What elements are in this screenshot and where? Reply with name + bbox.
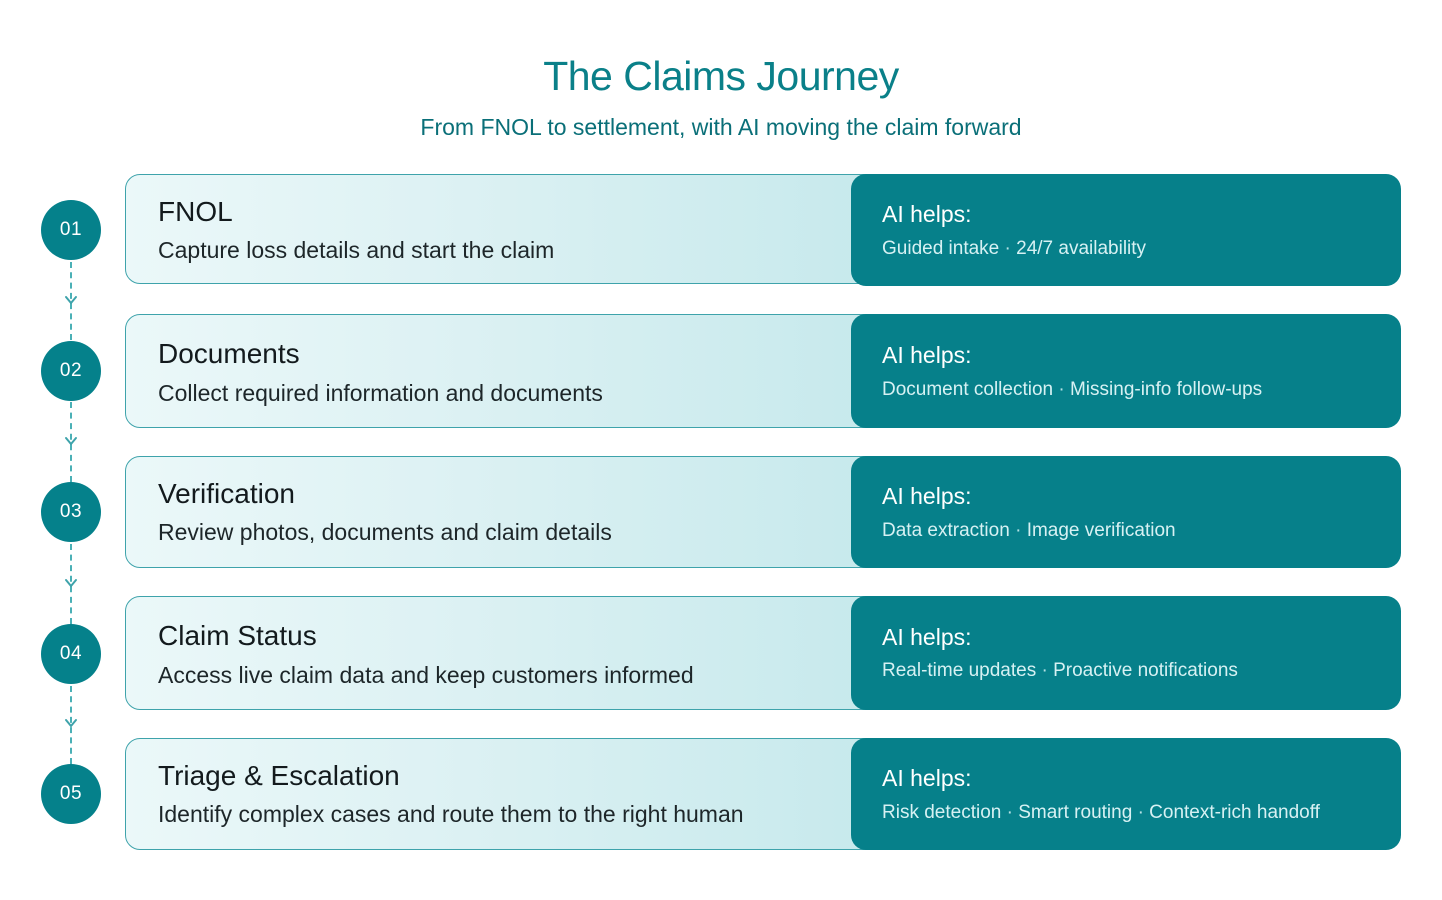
ai-helps-label: AI helps: xyxy=(882,201,972,227)
ai-helps-panel: AI helps: Risk detection · Smart routing… xyxy=(851,738,1401,850)
page-title: The Claims Journey xyxy=(543,53,899,99)
ai-item: Image verification xyxy=(1026,520,1176,541)
ai-helps-panel: AI helps: Real-time updates · Proactive … xyxy=(851,596,1401,710)
ai-helps-panel: AI helps: Data extraction · Image verifi… xyxy=(851,456,1401,568)
step-description: Access live claim data and keep customer… xyxy=(158,662,694,688)
ai-helps-items: Risk detection · Smart routing · Context… xyxy=(882,800,1320,826)
timeline-connector xyxy=(70,402,72,482)
page-subtitle: From FNOL to settlement, with AI moving … xyxy=(420,114,1022,140)
ai-item: Smart routing xyxy=(1018,802,1133,823)
timeline-connector xyxy=(70,544,72,624)
step-info-panel: Verification Review photos, documents an… xyxy=(125,456,885,568)
chevron-down-icon xyxy=(65,719,77,727)
ai-item: Risk detection xyxy=(882,802,1002,823)
chevron-down-icon xyxy=(65,579,77,587)
ai-item: 24/7 availability xyxy=(1016,238,1147,259)
step-title: Verification xyxy=(158,478,295,509)
ai-helps-panel: AI helps: Guided intake · 24/7 availabil… xyxy=(851,174,1401,286)
step-description: Review photos, documents and claim detai… xyxy=(158,519,612,545)
step-title: Documents xyxy=(158,338,300,369)
step-info-panel: Documents Collect required information a… xyxy=(125,314,885,428)
step-card: Triage & Escalation Identify complex cas… xyxy=(125,738,1401,850)
step-description: Collect required information and documen… xyxy=(158,380,603,406)
step-title: Claim Status xyxy=(158,620,317,651)
ai-item: Missing-info follow-ups xyxy=(1069,379,1263,400)
step-card: FNOL Capture loss details and start the … xyxy=(125,174,1401,286)
chevron-down-icon xyxy=(65,437,77,445)
ai-helps-items: Guided intake · 24/7 availability xyxy=(882,236,1146,262)
timeline: 01 02 03 04 05 xyxy=(0,0,120,900)
ai-helps-items: Document collection · Missing-info follo… xyxy=(882,377,1262,403)
separator: · xyxy=(1015,520,1022,541)
step-description: Identify complex cases and route them to… xyxy=(158,801,744,827)
step-info-panel: Claim Status Access live claim data and … xyxy=(125,596,885,710)
separator: · xyxy=(1058,379,1065,400)
ai-helps-panel: AI helps: Document collection · Missing-… xyxy=(851,314,1401,428)
step-description: Capture loss details and start the claim xyxy=(158,237,555,263)
step-card: Documents Collect required information a… xyxy=(125,314,1401,428)
ai-helps-label: AI helps: xyxy=(882,342,972,368)
step-number-badge: 05 xyxy=(41,764,101,824)
timeline-connector xyxy=(70,262,72,340)
chevron-down-icon xyxy=(65,296,77,304)
step-info-panel: Triage & Escalation Identify complex cas… xyxy=(125,738,885,850)
ai-item: Document collection xyxy=(882,379,1054,400)
ai-helps-items: Real-time updates · Proactive notificati… xyxy=(882,658,1238,684)
ai-helps-label: AI helps: xyxy=(882,483,972,509)
step-number-badge: 04 xyxy=(41,624,101,684)
step-number-badge: 01 xyxy=(41,200,101,260)
ai-item: Data extraction xyxy=(882,520,1010,541)
separator: · xyxy=(1041,660,1048,681)
separator: · xyxy=(1137,802,1144,823)
ai-helps-label: AI helps: xyxy=(882,624,972,650)
ai-item: Proactive notifications xyxy=(1053,660,1238,681)
separator: · xyxy=(1006,802,1013,823)
step-card: Verification Review photos, documents an… xyxy=(125,456,1401,568)
step-card: Claim Status Access live claim data and … xyxy=(125,596,1401,710)
step-info-panel: FNOL Capture loss details and start the … xyxy=(125,174,885,284)
step-number-badge: 02 xyxy=(41,341,101,401)
ai-helps-label: AI helps: xyxy=(882,765,972,791)
step-number-badge: 03 xyxy=(41,482,101,542)
separator: · xyxy=(1004,238,1011,259)
ai-helps-items: Data extraction · Image verification xyxy=(882,518,1176,544)
ai-item: Guided intake xyxy=(882,238,1000,259)
step-title: Triage & Escalation xyxy=(158,760,400,791)
ai-item: Context-rich handoff xyxy=(1149,802,1320,823)
header: The Claims Journey From FNOL to settleme… xyxy=(0,48,1442,142)
ai-item: Real-time updates xyxy=(882,660,1037,681)
step-title: FNOL xyxy=(158,196,233,227)
